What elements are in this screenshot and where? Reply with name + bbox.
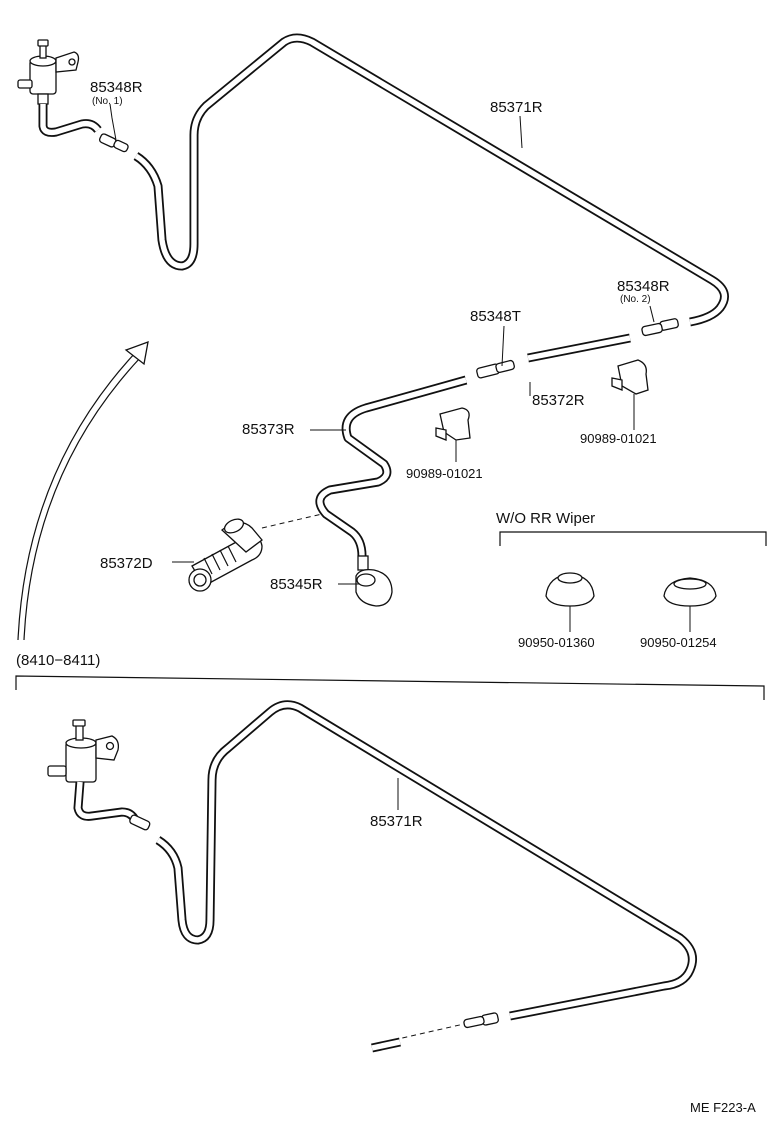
hole-plug-icon bbox=[545, 572, 595, 632]
hose-85372r bbox=[527, 333, 631, 363]
washer-pump-icon bbox=[47, 719, 120, 783]
label-90950-01360: 90950-01360 bbox=[518, 635, 595, 650]
joint-lower-end bbox=[463, 1012, 499, 1029]
hose-85371r-lower bbox=[155, 700, 697, 1021]
label-85348r-no2: 85348R bbox=[617, 278, 670, 295]
nozzle-icon bbox=[355, 555, 393, 607]
pump-outlet-tube bbox=[38, 104, 102, 137]
label-diagram-code: ME F223-A bbox=[690, 1100, 756, 1115]
label-90950-01254: 90950-01254 bbox=[640, 635, 717, 650]
arrow-icon bbox=[17, 341, 149, 641]
label-85372r: 85372R bbox=[532, 392, 585, 409]
joint-no1 bbox=[98, 133, 129, 153]
dashed-link bbox=[375, 1023, 465, 1045]
hose-85371r-upper bbox=[133, 33, 729, 327]
label-90989-left: 90989-01021 bbox=[406, 466, 483, 481]
label-85371r-lower: 85371R bbox=[370, 813, 423, 830]
label-90989-right: 90989-01021 bbox=[580, 431, 657, 446]
leaders bbox=[109, 103, 655, 810]
hose-stub bbox=[371, 1037, 401, 1053]
joint-lower bbox=[129, 814, 151, 831]
joint-no2 bbox=[641, 318, 679, 337]
label-variant-range: (8410−8411) bbox=[16, 652, 100, 669]
hose-85373r bbox=[315, 375, 468, 557]
hole-plug-icon bbox=[663, 577, 717, 632]
grommet-icon bbox=[188, 518, 263, 592]
label-85372d: 85372D bbox=[100, 555, 153, 572]
dashed-link bbox=[261, 513, 323, 529]
label-wo-rr-wiper: W/O RR Wiper bbox=[496, 510, 595, 527]
clamp-icon bbox=[435, 407, 471, 462]
label-85348t: 85348T bbox=[470, 308, 521, 325]
washer-pump-icon bbox=[17, 39, 80, 105]
label-85348r-no1: 85348R bbox=[90, 79, 143, 96]
label-85373r: 85373R bbox=[242, 421, 295, 438]
label-85371r-upper: 85371R bbox=[490, 99, 543, 116]
wo-rr-wiper-bracket bbox=[499, 531, 767, 546]
label-no2: (No. 2) bbox=[620, 294, 651, 305]
pump-outlet-tube bbox=[73, 781, 141, 824]
label-85345r: 85345R bbox=[270, 576, 323, 593]
variant-divider bbox=[15, 675, 765, 700]
joint-85348t bbox=[476, 359, 515, 379]
clamp-icon bbox=[611, 359, 649, 430]
label-no1: (No. 1) bbox=[92, 96, 123, 107]
